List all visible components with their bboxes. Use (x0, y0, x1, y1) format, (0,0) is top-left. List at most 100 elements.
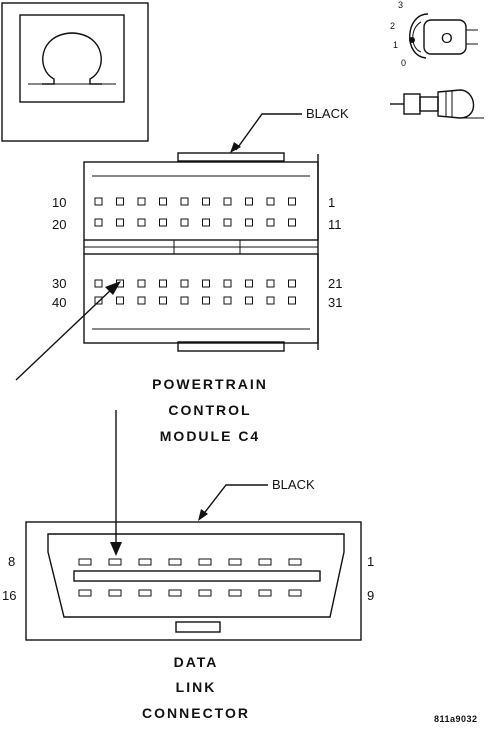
pcm-pin-cavity (223, 296, 232, 305)
ohm-icon (42, 32, 102, 85)
pcm-pin-label-40: 40 (52, 295, 66, 310)
dlc-pin-cavity (108, 589, 122, 597)
pcm-pin-label-11: 11 (328, 217, 342, 232)
dlc-pin-label-9: 9 (367, 588, 374, 603)
pcm-pin-cavity (116, 296, 124, 305)
pcm-pin-label-21: 21 (328, 276, 342, 291)
pcm-pin-cavity (245, 218, 253, 227)
dlc-pin-cavity (258, 558, 272, 566)
pcm-pin-grid (94, 197, 296, 305)
dlc-pin-cavity (108, 558, 122, 566)
pcm-pin-cavity (159, 197, 167, 206)
pcm-pin-cavity (94, 296, 103, 305)
pcm-pin-cavity (116, 197, 124, 206)
dlc-bottom-key (175, 621, 221, 633)
pcm-pin-cavity (266, 279, 275, 288)
pcm-pin-cavity (266, 197, 275, 206)
dlc-color-label: BLACK (272, 477, 315, 492)
pcm-pin-cavity (159, 279, 167, 288)
dlc-pin-label-16: 16 (2, 588, 16, 603)
pcm-pin-cavity (202, 218, 210, 227)
pcm-pin-cavity (202, 279, 210, 288)
dlc-pin-cavity (78, 589, 92, 597)
pcm-pin-label-1: 1 (328, 195, 335, 210)
pcm-pin-label-31: 31 (328, 295, 342, 310)
probe-collar (403, 93, 421, 115)
pcm-pin-cavity (266, 296, 275, 305)
pcm-color-leader (235, 113, 302, 151)
pcm-top-latch (177, 152, 285, 162)
pcm-pin-cavity (223, 197, 232, 206)
pcm-pin-cavity (288, 197, 296, 206)
dlc-pin-cavity (198, 589, 212, 597)
dlc-pin-grid (78, 558, 302, 597)
probe-arrows (15, 281, 122, 556)
dlc-title-line-3: CONNECTOR (142, 705, 250, 721)
dlc-pin-cavity (258, 589, 272, 597)
pcm-title-line-1: POWERTRAIN (152, 376, 268, 392)
probe-body (419, 96, 439, 112)
dlc-title-line-1: DATA (174, 654, 219, 670)
ignition-key-icon: 3 2 1 0 O (390, 0, 478, 68)
pcm-color-leader-arrowhead (230, 142, 241, 153)
dlc-pin-label-8: 8 (8, 554, 15, 569)
pcm-pin-label-10: 10 (52, 195, 66, 210)
pcm-pin-cavity (159, 218, 167, 227)
dlc-probe-arrowhead (110, 542, 122, 556)
key-cylinder-inner-arc (412, 21, 422, 53)
data-link-connector: BLACK 8 16 1 9 DATA LINK CONNECTOR (2, 477, 374, 721)
pcm-pin-cavity (202, 197, 210, 206)
dlc-color-leader-arrowhead (198, 509, 208, 521)
dlc-pin-cavity (168, 558, 182, 566)
pcm-pin-cavity (94, 279, 103, 288)
pcm-pin-cavity (137, 279, 146, 288)
dlc-trapezoid-shell (47, 533, 345, 618)
pcm-pin-cavity (223, 218, 232, 227)
dlc-color-leader (201, 484, 268, 517)
probe-icon (390, 89, 484, 119)
pcm-pin-cavity (180, 296, 189, 305)
pcm-pin-cavity (223, 279, 232, 288)
pcm-pin-cavity (159, 296, 167, 305)
ohmmeter-box (1, 2, 149, 142)
dlc-pin-cavity (78, 558, 92, 566)
dlc-pin-cavity (168, 589, 182, 597)
pcm-connector: BLACK 10 20 30 40 1 11 21 31 POWERTRAIN … (52, 106, 349, 444)
pcm-pin-cavity (94, 218, 103, 227)
dlc-pin-cavity (138, 589, 152, 597)
key-position-0: 0 (401, 58, 406, 68)
pcm-title-line-3: MODULE C4 (160, 428, 260, 444)
pcm-pin-cavity (137, 197, 146, 206)
pcm-pin-label-20: 20 (52, 217, 66, 232)
dlc-pin-cavity (198, 558, 212, 566)
pcm-pin-cavity (180, 279, 189, 288)
key-position-dot (409, 37, 415, 43)
key-position-1: 1 (393, 40, 398, 50)
dlc-pin-cavity (228, 589, 242, 597)
pcm-pin-cavity (137, 296, 146, 305)
pcm-pin-cavity (288, 296, 296, 305)
pcm-color-label: BLACK (306, 106, 349, 121)
dlc-pin-cavity (288, 589, 302, 597)
key-position-3: 3 (398, 0, 403, 10)
pcm-pin-cavity (202, 296, 210, 305)
key-position-2: 2 (390, 21, 395, 31)
pcm-pin-cavity (266, 218, 275, 227)
pcm-bottom-latch (177, 341, 285, 352)
dlc-title-line-2: LINK (176, 679, 217, 695)
pcm-pin-cavity (288, 218, 296, 227)
dlc-outer-housing (25, 521, 362, 641)
key-cylinder-arc (409, 13, 429, 59)
pcm-pin-cavity (94, 197, 103, 206)
pcm-probe-arrow-line (15, 286, 115, 381)
pcm-pin-cavity (116, 218, 124, 227)
pcm-probe-arrowhead (105, 281, 121, 295)
dlc-pin-cavity (288, 558, 302, 566)
pcm-pin-cavity (288, 279, 296, 288)
pcm-pin-cavity (245, 296, 253, 305)
key-head (423, 19, 467, 55)
pcm-pin-label-30: 30 (52, 276, 66, 291)
dlc-pin-label-1: 1 (367, 554, 374, 569)
figure-code: 811a9032 (434, 714, 478, 724)
pcm-pin-cavity (180, 197, 189, 206)
